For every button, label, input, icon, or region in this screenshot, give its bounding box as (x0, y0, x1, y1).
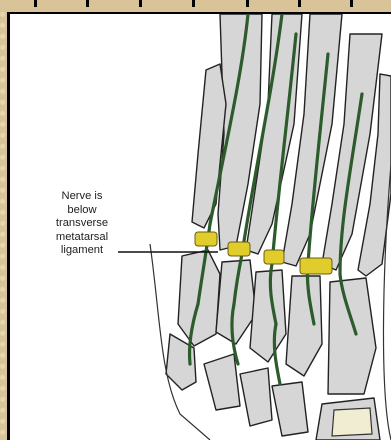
ligament-2 (228, 242, 250, 256)
ligament-3 (264, 250, 284, 264)
top-edge-decoration (0, 0, 391, 12)
foot-illustration: Nerve is below transverse metatarsal lig… (10, 14, 391, 440)
phalanx-4-proximal (286, 276, 322, 376)
phalanx-3-proximal (250, 270, 286, 362)
annotation-label: Nerve is below transverse metatarsal lig… (36, 190, 128, 258)
phalanx-5-proximal (328, 278, 376, 394)
phalanx-3-distal (240, 368, 272, 426)
phalanx-2-proximal (216, 260, 256, 344)
ligament-1 (195, 232, 217, 246)
phalanx-4-distal (272, 382, 308, 436)
phalanx-2-distal (204, 354, 240, 410)
toenail (332, 408, 372, 436)
ligament-4 (300, 258, 332, 274)
